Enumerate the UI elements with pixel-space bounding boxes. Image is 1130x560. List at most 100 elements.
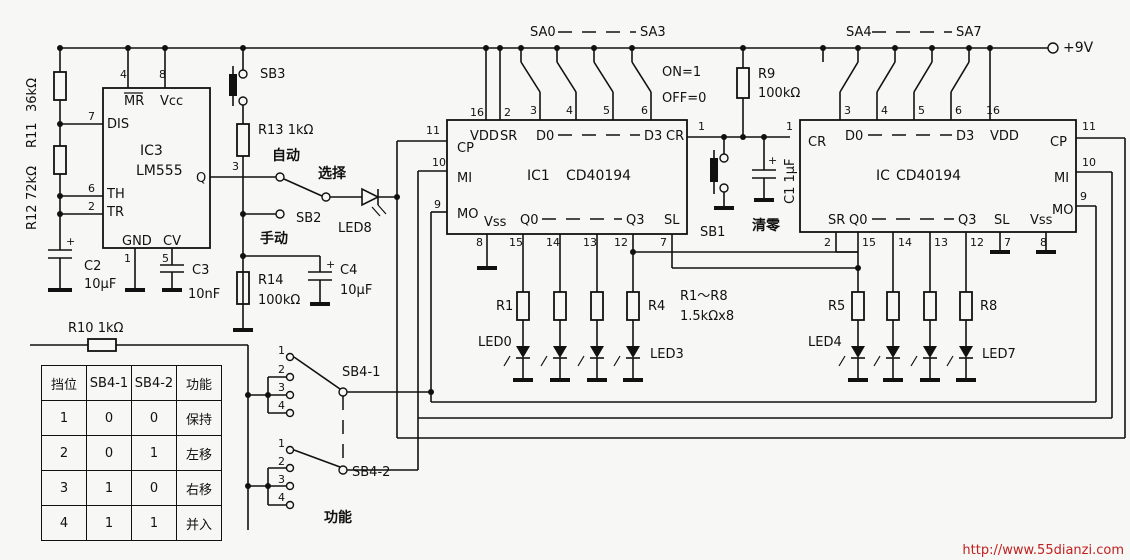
svg-text:MO: MO	[1052, 203, 1073, 218]
svg-text:7: 7	[660, 236, 667, 249]
svg-text:D3: D3	[644, 129, 662, 144]
ic2-cd40194-block: 1 CR D0 D3 VDD CP MI MO SR Q0 Q3 SL Vss …	[786, 25, 1126, 438]
svg-text:SA0: SA0	[530, 25, 556, 40]
svg-text:2: 2	[278, 455, 285, 468]
svg-text:5: 5	[918, 104, 925, 117]
svg-text:SB1: SB1	[700, 225, 725, 240]
watermark-site: www.55dianzi.com	[1002, 543, 1124, 558]
svg-text:C2: C2	[84, 259, 101, 274]
table-cell: 0	[131, 400, 177, 436]
table-cell: 1	[41, 400, 87, 436]
svg-text:7: 7	[88, 110, 95, 123]
svg-text:R5: R5	[828, 299, 845, 314]
svg-text:自动: 自动	[272, 147, 300, 164]
svg-text:R9: R9	[758, 67, 775, 82]
svg-text:3: 3	[278, 381, 285, 394]
svg-text:5: 5	[603, 104, 610, 117]
svg-text:Vss: Vss	[484, 215, 507, 230]
svg-text:1: 1	[278, 344, 285, 357]
table-header: SB4-2	[131, 365, 177, 401]
ic1-part: CD40194	[566, 168, 631, 184]
ic1-led-array: R1 R4 R1～R8 1.5kΩx8 LED0 LED3	[478, 289, 734, 382]
svg-text:10μF: 10μF	[340, 283, 372, 298]
svg-text:1: 1	[786, 120, 793, 133]
svg-text:16: 16	[986, 104, 1000, 117]
svg-text:10: 10	[432, 156, 446, 169]
svg-text:100kΩ: 100kΩ	[758, 86, 800, 101]
svg-text:1.5kΩx8: 1.5kΩx8	[680, 309, 734, 324]
svg-text:SR: SR	[500, 129, 517, 144]
svg-text:R14: R14	[258, 273, 284, 288]
svg-text:4: 4	[881, 104, 888, 117]
table-header: 挡位	[41, 365, 87, 401]
svg-text:D0: D0	[845, 129, 863, 144]
svg-text:LED4: LED4	[808, 335, 842, 350]
svg-text:+: +	[66, 235, 75, 248]
svg-text:6: 6	[88, 182, 95, 195]
table-cell: 0	[86, 400, 132, 436]
svg-text:1: 1	[124, 252, 131, 265]
svg-text:2: 2	[824, 236, 831, 249]
table-cell: 右移	[176, 470, 222, 506]
svg-text:12: 12	[970, 236, 984, 249]
table-cell: 1	[86, 505, 132, 541]
svg-text:11: 11	[1082, 120, 1096, 133]
svg-text:GND: GND	[122, 234, 152, 249]
table-cell: 0	[131, 470, 177, 506]
table-cell: 并入	[176, 505, 222, 541]
svg-text:R11: R11	[25, 122, 40, 148]
table-row: 1 0 0 保持	[41, 400, 222, 436]
svg-text:R13 1kΩ: R13 1kΩ	[258, 123, 314, 138]
svg-text:10: 10	[1082, 156, 1096, 169]
table-header: 功能	[176, 365, 222, 401]
svg-text:手动: 手动	[260, 230, 288, 247]
svg-text:Q3: Q3	[958, 213, 977, 228]
svg-text:SA7: SA7	[956, 25, 982, 40]
svg-text:Vcc: Vcc	[160, 94, 183, 109]
svg-text:10μF: 10μF	[84, 277, 116, 292]
table-row: 2 0 1 左移	[41, 435, 222, 471]
table-header-row: 挡位 SB4-1 SB4-2 功能	[41, 365, 222, 401]
ic3-part: LM555	[136, 163, 183, 179]
svg-text:CP: CP	[457, 141, 474, 156]
svg-text:SR: SR	[828, 213, 845, 228]
svg-text:CP: CP	[1050, 135, 1067, 150]
svg-text:2: 2	[278, 363, 285, 376]
svg-text:2: 2	[504, 106, 511, 119]
svg-text:SB2: SB2	[296, 211, 321, 226]
svg-text:D0: D0	[536, 129, 554, 144]
svg-text:Vss: Vss	[1030, 213, 1053, 228]
svg-text:SB4-2: SB4-2	[352, 465, 390, 480]
ic3-name: IC3	[140, 143, 163, 159]
svg-text:LED8: LED8	[338, 221, 372, 236]
svg-text:3: 3	[844, 104, 851, 117]
svg-text:CR: CR	[808, 135, 826, 150]
svg-text:16: 16	[470, 106, 484, 119]
function-table: 挡位 SB4-1 SB4-2 功能 1 0 0 保持 2 0 1 左移 3 1 …	[41, 365, 222, 541]
ic3-555-block: 4 8 MR Vcc DIS TH TR GND CV Q IC3 LM555 …	[25, 48, 280, 302]
svg-text:C4: C4	[340, 263, 357, 278]
svg-text:11: 11	[426, 124, 440, 137]
clear-block: R9 100kΩ SB1 清零 + C1 1μF	[700, 48, 800, 240]
svg-text:选择: 选择	[318, 165, 347, 182]
table-cell: 1	[131, 505, 177, 541]
ic1-name: IC1	[527, 168, 550, 184]
svg-text:10nF: 10nF	[188, 287, 220, 302]
table-cell: 1	[86, 470, 132, 506]
svg-text:+: +	[768, 154, 777, 167]
table-row: 3 1 0 右移	[41, 470, 222, 506]
watermark: http://www.55dianzi.com	[962, 543, 1124, 558]
svg-text:LED3: LED3	[650, 347, 684, 362]
svg-text:VDD: VDD	[470, 129, 499, 144]
ic2-led-array: R5 R8 LED4 LED7	[808, 291, 1016, 382]
svg-text:OFF=0: OFF=0	[662, 91, 706, 106]
svg-text:CR: CR	[666, 129, 684, 144]
svg-text:4: 4	[278, 491, 285, 504]
table-cell: 0	[86, 435, 132, 471]
ic2-name: IC	[876, 168, 890, 184]
svg-text:7: 7	[1004, 236, 1011, 249]
svg-text:TH: TH	[106, 187, 125, 202]
svg-text:2: 2	[88, 200, 95, 213]
svg-text:4: 4	[120, 68, 127, 81]
svg-text:SL: SL	[994, 213, 1010, 228]
